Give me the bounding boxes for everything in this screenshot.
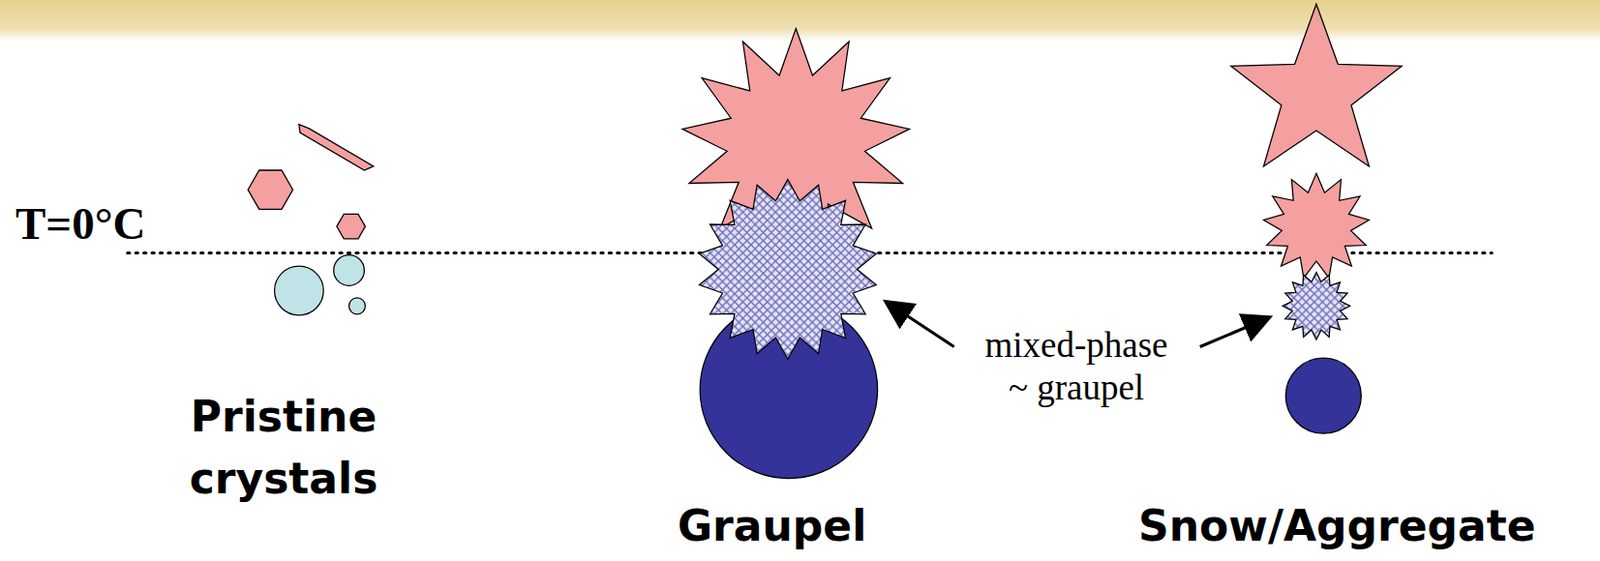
category-label: Snow/Aggregate (1138, 495, 1537, 558)
droplet (333, 255, 365, 287)
aggregate (1264, 173, 1370, 278)
temperature-label: T=0°C (15, 199, 146, 250)
header-band (0, 0, 1600, 41)
rain-drop (1285, 358, 1361, 434)
snow-crystal (1231, 3, 1402, 167)
annotation: mixed-phase ~ graupel (967, 324, 1185, 411)
droplet (349, 298, 366, 315)
hexagonal-crystal (247, 170, 293, 210)
leader-arrow (887, 302, 955, 347)
mixed-phase-particle (1282, 272, 1351, 341)
hexagonal-crystal (336, 213, 366, 240)
column-crystal (299, 124, 374, 171)
category-label: Graupel (677, 495, 867, 558)
category-label: Pristine crystals (130, 386, 437, 511)
leader-arrow (1200, 318, 1268, 348)
mixed-phase-particle (698, 180, 876, 361)
droplet (274, 266, 325, 316)
